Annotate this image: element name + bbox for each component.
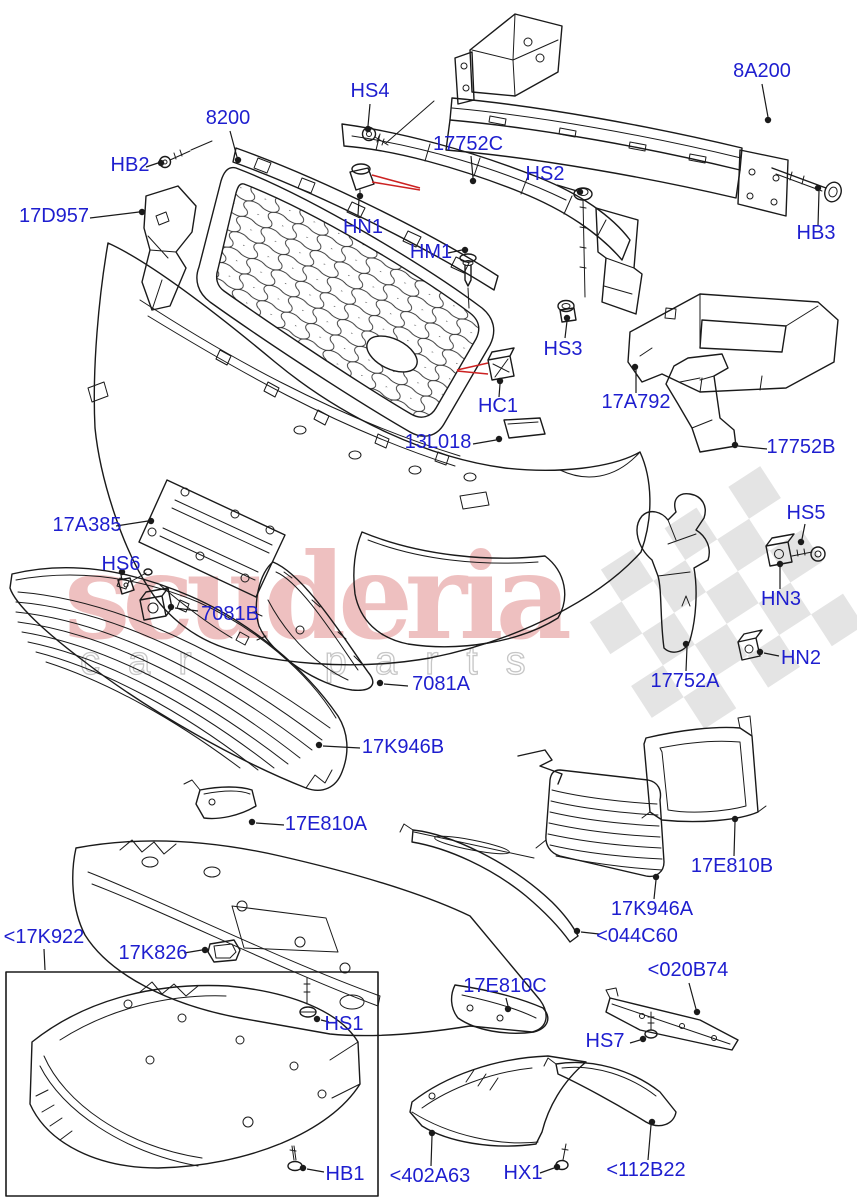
part-label-hs7[interactable]: HS7: [586, 1030, 625, 1052]
part-label-17e810a[interactable]: 17E810A: [285, 813, 368, 835]
part-17k946a-fog-grille-drawing: [517, 749, 665, 878]
part-17a792-deflector-drawing: [627, 293, 839, 393]
part-17e810b-bezel-drawing: [641, 715, 767, 823]
part-label-hc1[interactable]: HC1: [478, 395, 518, 417]
part-label-hs4[interactable]: HS4: [351, 80, 390, 102]
part-label-hn3[interactable]: HN3: [761, 588, 801, 610]
part-020b74-strip-drawing: [605, 987, 739, 1051]
part-17e810c-undertray-drawing: [72, 839, 549, 1037]
part-label-17k826[interactable]: 17K826: [119, 942, 188, 964]
part-17k922-inset-box: [5, 971, 379, 1197]
part-label-17d957[interactable]: 17D957: [19, 205, 89, 227]
part-label-17752b[interactable]: 17752B: [767, 436, 836, 458]
part-label-17752c[interactable]: 17752C: [433, 133, 503, 155]
part-label-17752a[interactable]: 17752A: [651, 670, 721, 692]
red-arrow-hc1: [456, 362, 489, 375]
part-112b22-strip-drawing: [543, 1057, 677, 1127]
part-label-hb3[interactable]: HB3: [797, 222, 836, 244]
part-8200-grille-drawing: [196, 147, 499, 437]
part-label-7081a[interactable]: 7081A: [412, 673, 470, 695]
part-17d957-bracket-drawing: [141, 185, 197, 311]
part-label-112b22[interactable]: <112B22: [606, 1159, 685, 1181]
part-label-17a385[interactable]: 17A385: [53, 514, 122, 536]
part-402a63-deflector-drawing: [409, 1055, 587, 1147]
part-label-hn2[interactable]: HN2: [781, 647, 821, 669]
part-17752b-bracket-drawing: [665, 353, 737, 453]
part-044c60-blade-drawing: [399, 823, 579, 943]
part-label-hs3[interactable]: HS3: [544, 338, 583, 360]
part-17k946b-lower-grille-drawing: [9, 566, 348, 791]
part-label-17e810c[interactable]: 17E810C: [463, 975, 546, 997]
part-7081a-panel-drawing: [252, 561, 374, 691]
part-label-17a792[interactable]: 17A792: [602, 391, 671, 413]
part-label-hn1[interactable]: HN1: [343, 216, 383, 238]
part-label-13l018[interactable]: 13L018: [405, 431, 472, 453]
part-label-hm1[interactable]: HM1: [410, 241, 452, 263]
part-label-8a200[interactable]: 8A200: [733, 60, 791, 82]
fastener-icons: [117, 100, 826, 1171]
part-label-hs1[interactable]: HS1: [325, 1013, 364, 1035]
part-17752a-bracket-drawing: [636, 493, 710, 653]
part-label-hs2[interactable]: HS2: [526, 163, 565, 185]
leader-lines: [43, 83, 822, 1174]
part-label-17k922[interactable]: <17K922: [4, 926, 85, 948]
part-label-8200[interactable]: 8200: [206, 107, 251, 129]
part-label-17e810b[interactable]: 17E810B: [691, 855, 773, 877]
part-label-020b74[interactable]: <020B74: [648, 959, 729, 981]
part-label-hb2[interactable]: HB2: [111, 154, 150, 176]
part-label-17k946b[interactable]: 17K946B: [362, 736, 444, 758]
part-label-hs6[interactable]: HS6: [102, 553, 141, 575]
part-bumper-cover-drawing: [87, 242, 651, 666]
part-label-7081b[interactable]: 7081B: [201, 603, 259, 625]
watermark: scuderia car parts: [64, 466, 857, 730]
red-arrows: [371, 174, 489, 375]
part-label-hx1[interactable]: HX1: [504, 1162, 543, 1184]
part-label-hs5[interactable]: HS5: [787, 502, 826, 524]
checkered-flag-watermark: [589, 466, 857, 730]
part-17e810a-cover-drawing: [183, 779, 257, 820]
part-label-hb1[interactable]: HB1: [326, 1163, 365, 1185]
red-arrow-hn1: [371, 174, 421, 191]
part-label-17k946a[interactable]: 17K946A: [611, 898, 694, 920]
part-8a200-beam-drawing: [445, 13, 842, 217]
part-label-402a63[interactable]: <402A63: [390, 1165, 471, 1187]
part-label-044c60[interactable]: <044C60: [596, 925, 678, 947]
